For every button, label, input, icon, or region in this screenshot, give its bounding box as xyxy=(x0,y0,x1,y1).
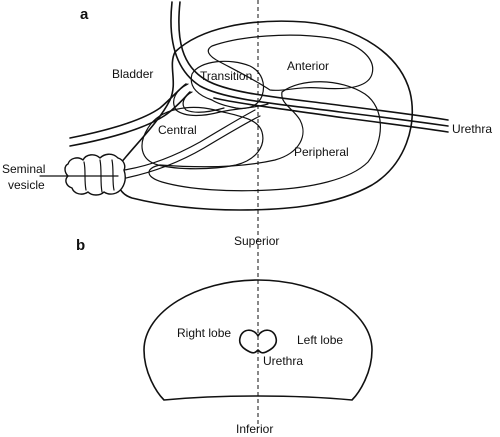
panel-b-letter: b xyxy=(76,237,85,254)
urethra-label-b: Urethra xyxy=(263,354,303,368)
urethra-line-1 xyxy=(170,1,449,127)
ejaculatory-duct-inner xyxy=(182,91,225,113)
ejaculatory-duct-lower-inner xyxy=(125,115,261,179)
central-label: Central xyxy=(158,123,197,137)
prostate-cross-section-outline xyxy=(143,279,373,401)
seminal-vesicle-label-line2: vesicle xyxy=(8,178,45,192)
urethra-cross-section xyxy=(238,329,278,354)
urethra-label-a: Urethra xyxy=(452,122,492,136)
ejaculatory-duct-lower-outer xyxy=(123,109,256,171)
right-lobe-label: Right lobe xyxy=(177,326,231,340)
inferior-label: Inferior xyxy=(236,422,273,436)
ejaculatory-duct-outer xyxy=(173,83,269,117)
peripheral-zone-outline xyxy=(148,81,381,192)
urethra-line-2 xyxy=(178,1,449,121)
peripheral-label: Peripheral xyxy=(294,145,349,159)
anterior-label: Anterior xyxy=(287,59,329,73)
superior-label: Superior xyxy=(234,234,279,248)
seminal-vesicle-label-line1: Seminal xyxy=(2,162,45,176)
central-zone-outline xyxy=(141,106,264,170)
urethra-line-3 xyxy=(213,97,449,133)
panel-b: b Superior Right lobe Left lobe Urethra … xyxy=(76,234,373,436)
transition-label: Transition xyxy=(200,69,252,83)
panel-a-letter: a xyxy=(80,6,89,23)
left-lobe-label: Left lobe xyxy=(297,333,343,347)
bladder-wall-inner xyxy=(69,91,191,147)
seminal-vesicle-shape xyxy=(64,153,127,196)
panel-a: a Bladder Transition Anterior Central Ur… xyxy=(2,1,492,211)
bladder-label: Bladder xyxy=(112,67,153,81)
